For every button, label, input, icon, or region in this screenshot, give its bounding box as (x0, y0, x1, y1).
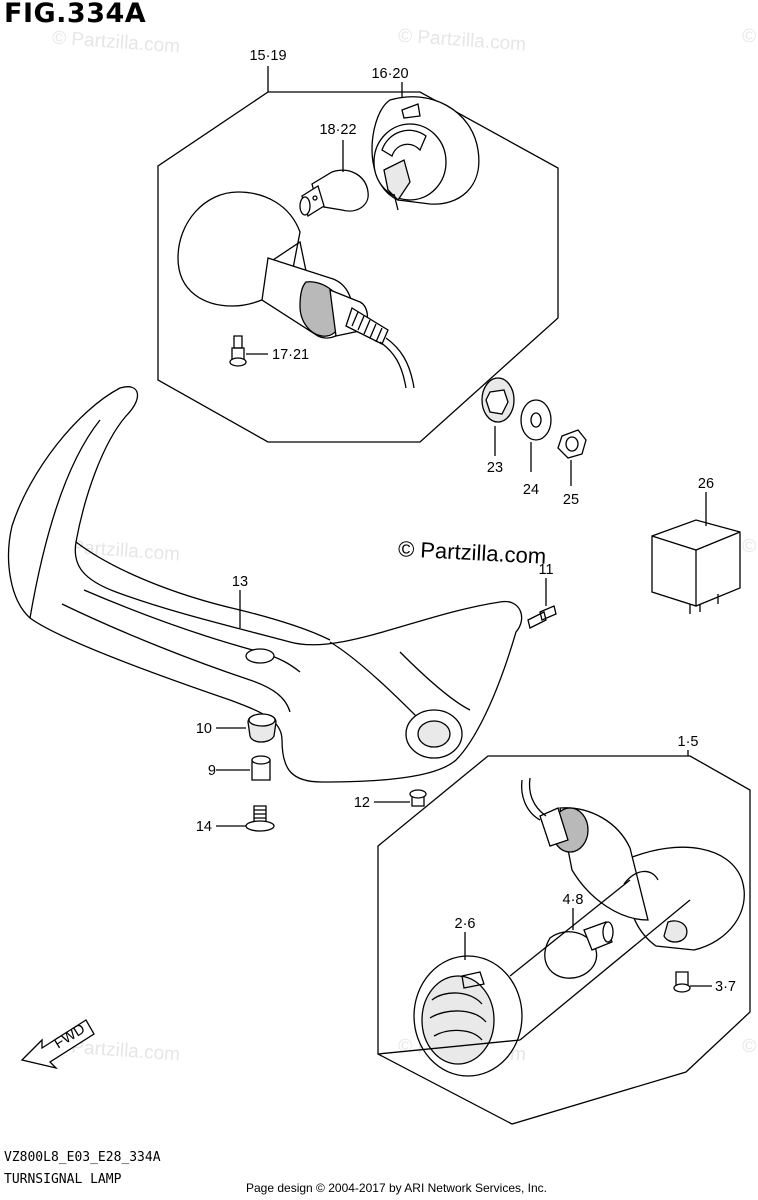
callout-23: 23 (487, 460, 503, 476)
callout-24: 24 (523, 482, 539, 498)
front-screw (673, 971, 691, 993)
rear-bulb (299, 169, 369, 218)
fwd-arrow: FWD (20, 1019, 95, 1070)
rear-lens-housing (177, 191, 415, 389)
figure-code: VZ800L8_E03_E28_334A (4, 1150, 161, 1165)
nut-25 (557, 429, 587, 459)
grommet-23 (481, 377, 515, 423)
front-bulb (544, 921, 614, 979)
callout-18-22: 18·22 (319, 122, 356, 138)
collar-9 (251, 755, 271, 781)
bolt-12 (409, 789, 427, 807)
callout-14: 14 (196, 819, 212, 835)
callout-17-21: 17·21 (272, 347, 309, 363)
callout-9: 9 (208, 763, 216, 779)
front-lens-housing (520, 777, 745, 951)
page-credit: Page design © 2004-2017 by ARI Network S… (246, 1181, 548, 1195)
washer-24 (520, 399, 552, 441)
bolt-14 (245, 805, 275, 832)
bracket-13 (7, 386, 523, 783)
callout-4-8: 4·8 (563, 892, 584, 908)
callout-3-7: 3·7 (715, 979, 736, 995)
rear-lens-rim (371, 96, 480, 211)
assembly-frame-bottom (377, 755, 751, 1125)
callout-26: 26 (698, 476, 714, 492)
figure-title: FIG.334A (4, 0, 147, 29)
screw-11 (527, 605, 557, 629)
callout-2-6: 2·6 (455, 916, 476, 932)
grommet-10 (247, 713, 277, 743)
relay-26 (651, 519, 741, 614)
front-lens-rim (413, 955, 523, 1077)
figure-name: TURNSIGNAL LAMP (4, 1172, 122, 1187)
callout-1-5: 1·5 (678, 734, 699, 750)
callout-16-20: 16·20 (371, 66, 408, 82)
callout-25: 25 (563, 492, 579, 508)
callout-15-19: 15·19 (249, 48, 286, 64)
callout-10: 10 (196, 721, 212, 737)
callout-12: 12 (354, 795, 370, 811)
assembly-frame-top (157, 91, 559, 443)
callout-13: 13 (232, 574, 248, 590)
callout-11: 11 (538, 562, 553, 578)
rear-screw (229, 335, 247, 367)
